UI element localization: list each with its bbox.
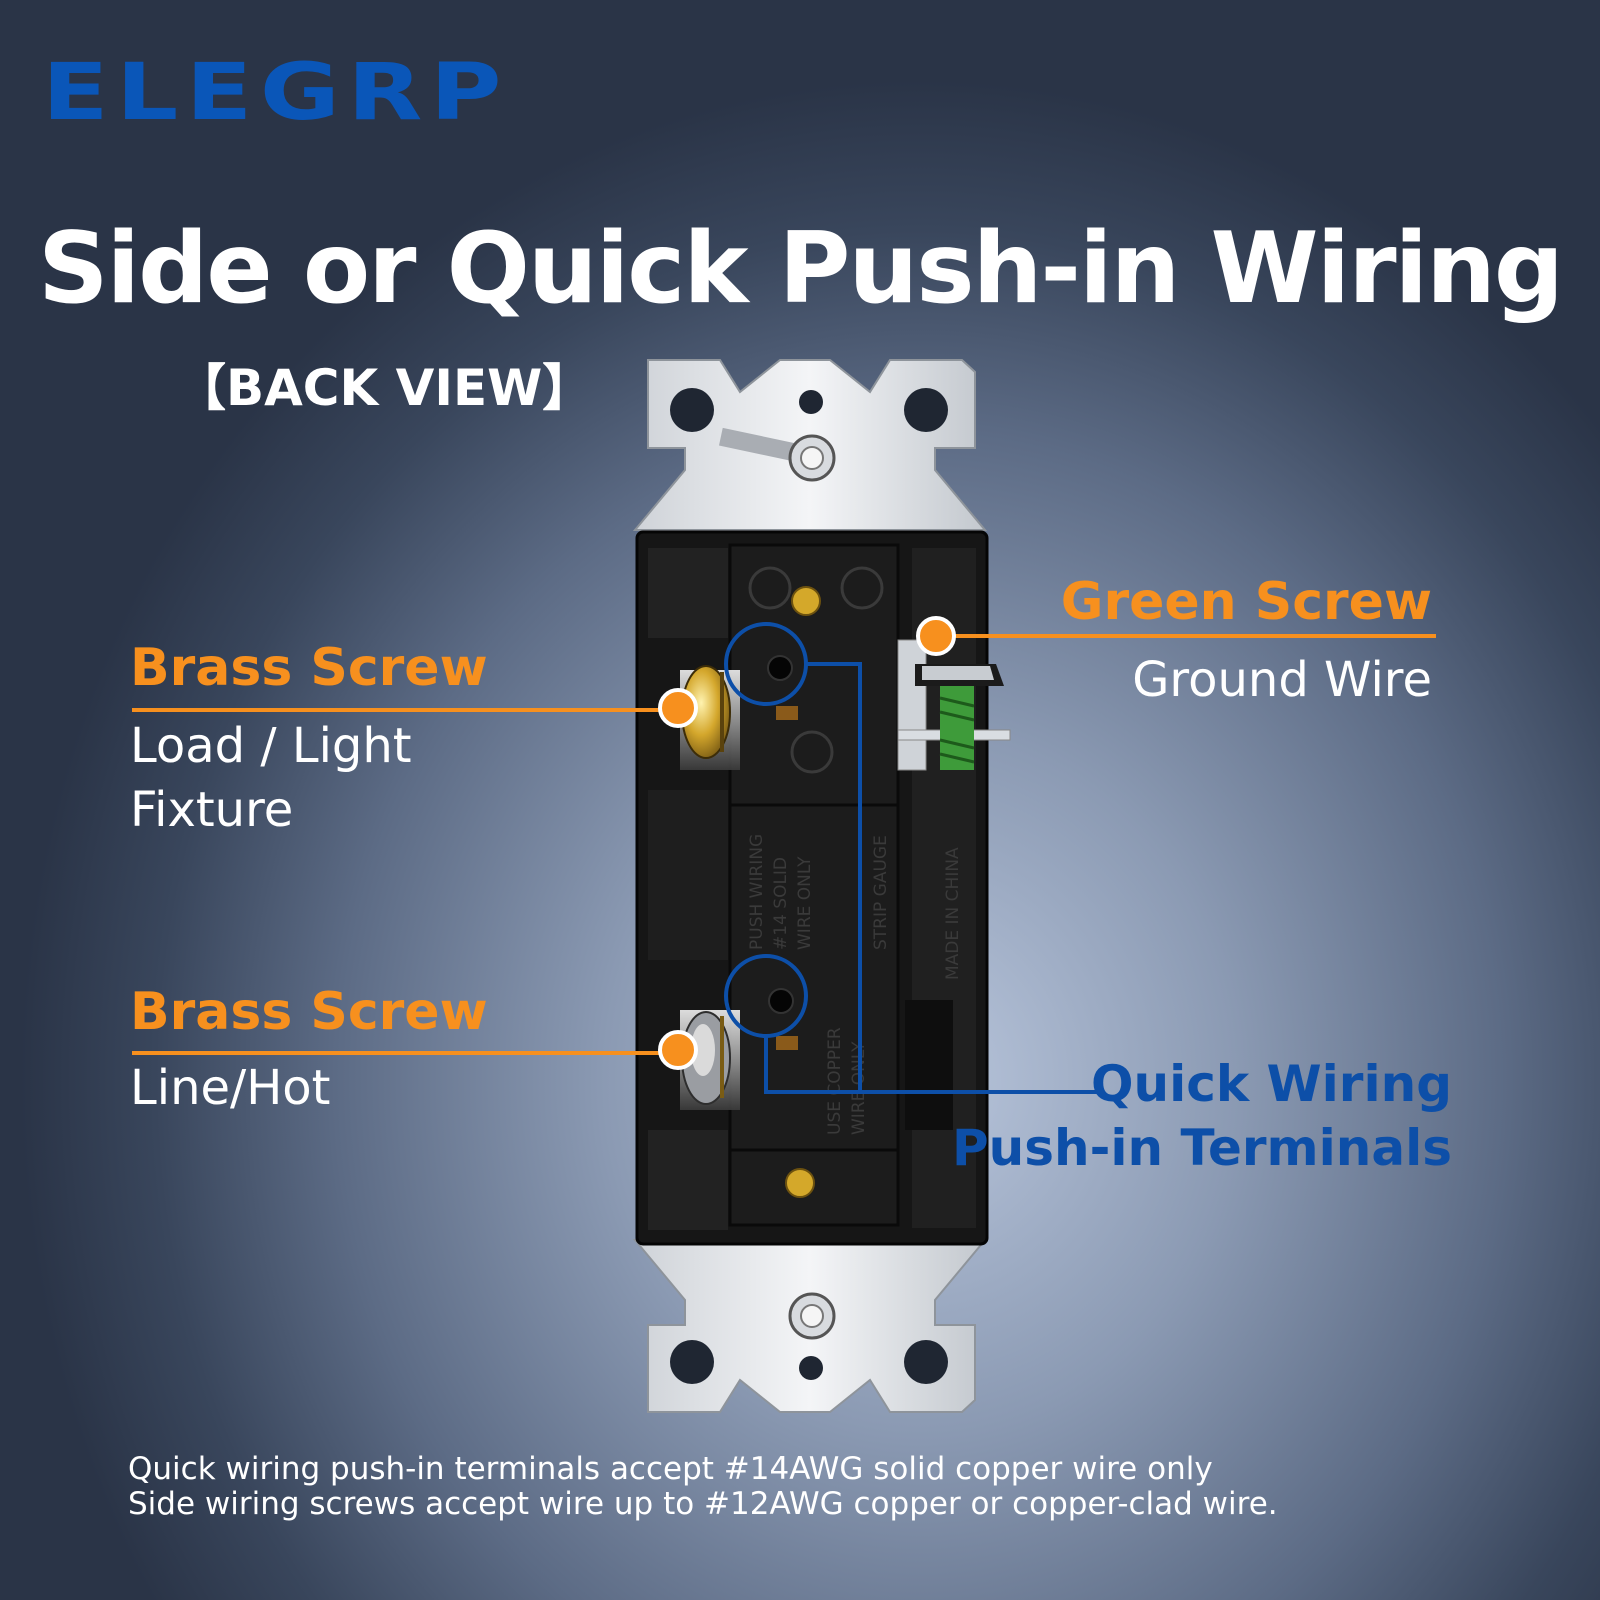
green-ground-screw bbox=[897, 639, 1011, 771]
push-in-hole-icon bbox=[768, 988, 794, 1014]
mount-hole-icon bbox=[670, 1340, 714, 1384]
brass-screw-top-title: Brass Screw bbox=[130, 638, 488, 698]
wiring-note: Quick wiring push-in terminals accept #1… bbox=[128, 1452, 1278, 1522]
mount-hole-icon bbox=[904, 388, 948, 432]
mount-hole-icon bbox=[799, 1356, 823, 1380]
brass-screw-bottom-line1: Line/Hot bbox=[130, 1060, 331, 1116]
brand-logo: ELEGRP bbox=[42, 48, 509, 138]
device-mark-text: USE COPPER bbox=[825, 1027, 845, 1135]
device-mark-text: #14 SOLID bbox=[771, 857, 791, 950]
brass-screw-top-line1: Load / Light bbox=[130, 718, 412, 774]
rivet-icon bbox=[791, 586, 821, 616]
device-mark-text: PUSH WIRING bbox=[747, 834, 767, 950]
mount-hole-icon bbox=[670, 388, 714, 432]
push-in-terminal-markers bbox=[724, 622, 1100, 1094]
mount-hole-icon bbox=[904, 1340, 948, 1384]
view-label: 【BACK VIEW】 bbox=[176, 359, 593, 417]
brass-screw-bottom-title: Brass Screw bbox=[130, 982, 488, 1042]
wiring-note-line2: Side wiring screws accept wire up to #12… bbox=[128, 1486, 1278, 1522]
brass-screw-bottom-desc: Line/Hot bbox=[130, 1056, 330, 1120]
top-mounting-strap bbox=[632, 359, 988, 531]
rivet-icon bbox=[785, 1168, 815, 1198]
callout-leaders bbox=[132, 616, 1436, 1070]
device-mark-text: MADE IN CHINA bbox=[943, 847, 963, 980]
brass-screw-top-desc: Load / Light Fixture bbox=[130, 714, 412, 842]
callout-dot-icon bbox=[916, 616, 956, 656]
brass-screw-top-line2: Fixture bbox=[130, 782, 294, 838]
callout-dot-icon bbox=[658, 1030, 698, 1070]
quick-wiring-label: Quick Wiring Push-in Terminals bbox=[952, 1052, 1452, 1180]
bottom-mounting-strap bbox=[632, 1239, 988, 1413]
device-mark-text: STRIP GAUGE bbox=[871, 835, 891, 950]
brass-screw-top bbox=[680, 665, 740, 770]
quick-wiring-line2: Push-in Terminals bbox=[952, 1119, 1452, 1177]
page-title: Side or Quick Push-in Wiring bbox=[37, 212, 1564, 326]
wiring-note-line1: Quick wiring push-in terminals accept #1… bbox=[128, 1451, 1213, 1487]
green-screw-title: Green Screw bbox=[1060, 572, 1432, 632]
green-screw-line1: Ground Wire bbox=[1132, 652, 1432, 708]
push-in-hole-icon bbox=[767, 655, 793, 681]
device-mark-text: WIRE ONLY bbox=[795, 856, 815, 950]
green-screw-desc: Ground Wire bbox=[1132, 648, 1432, 712]
mount-hole-icon bbox=[799, 390, 823, 414]
quick-wiring-line1: Quick Wiring bbox=[1090, 1055, 1452, 1113]
callout-dot-icon bbox=[658, 688, 698, 728]
